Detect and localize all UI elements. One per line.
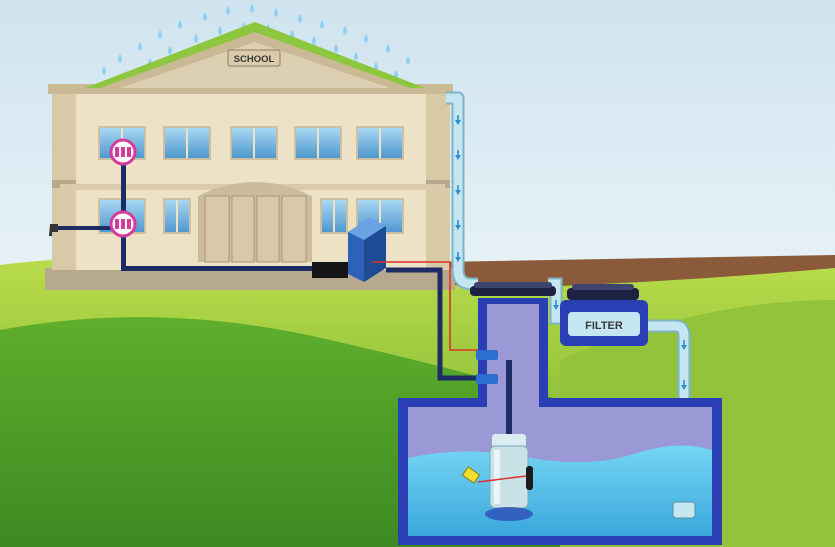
valve-icon [109,210,137,238]
window [163,198,191,234]
control-box [312,262,348,278]
float-switch-icon [461,466,481,484]
downpipe [446,91,691,510]
submersible-pump-icon [485,434,533,521]
raindrop-icon [158,30,162,39]
flow-arrow [553,300,559,310]
filter-lid-top [572,284,634,290]
raindrop-icon [334,44,338,53]
raindrop-icon [118,54,122,63]
door-panel [281,195,307,263]
flow-arrow [455,252,461,262]
raindrop-icon [226,6,230,15]
tap-branch-pipe [58,226,124,230]
pump-supply-pipe [386,267,480,381]
flow-arrow [455,115,461,125]
raindrop-icon [102,66,106,75]
window [320,198,348,234]
school-sign [227,49,281,67]
pump-riser-pipe [506,360,512,440]
supply-pipe-horizontal [121,266,316,271]
window [230,126,278,160]
raindrop-icon [250,4,254,13]
cornice [48,84,453,94]
pillar-right [426,86,450,270]
stored-water [408,445,712,536]
sensor-probe [526,466,533,490]
coupling [476,374,498,384]
raindrop-icon [274,8,278,17]
supply-pipe-vertical [121,150,126,270]
control-unit-icon [348,218,386,282]
pillar-left [52,86,76,270]
raindrop-icon [168,46,172,55]
window [294,126,342,160]
school-sign-text: SCHOOL [234,54,275,65]
flow-arrow [455,150,461,160]
window [163,126,211,160]
raindrop-icon [138,42,142,51]
filter-panel [568,312,640,336]
window [356,126,404,160]
raindrop-icon [364,34,368,43]
raindrop-icon [312,36,316,45]
raindrop-icon [386,44,390,53]
float-cable [477,475,527,483]
raindrop-icon [354,52,358,61]
raindrop-icon [178,20,182,29]
flow-arrow [455,220,461,230]
underground-tank [398,282,722,545]
flow-arrow [681,380,687,390]
tank-lid-top [474,282,552,288]
calmed-inlet [672,501,696,519]
door-panel [256,195,280,263]
flow-arrow [681,340,687,350]
door-panel [231,195,255,263]
filter-unit: FILTER [560,284,648,346]
raindrop-icon [194,34,198,43]
flow-arrow [455,185,461,195]
raindrop-icon [218,26,222,35]
raindrop-icon [320,20,324,29]
filter-label: FILTER [585,320,623,332]
valve-icon [109,138,137,166]
raindrop-icon [203,12,207,21]
tap-icon [49,224,58,236]
tank-lid [470,286,556,296]
raindrop-icon [298,14,302,23]
internal-plumbing [49,138,386,282]
raindrop-icon [343,26,347,35]
raindrop-icon [406,56,410,65]
door-panel [204,195,230,263]
filter-lid [567,288,639,300]
coupling [476,350,498,360]
